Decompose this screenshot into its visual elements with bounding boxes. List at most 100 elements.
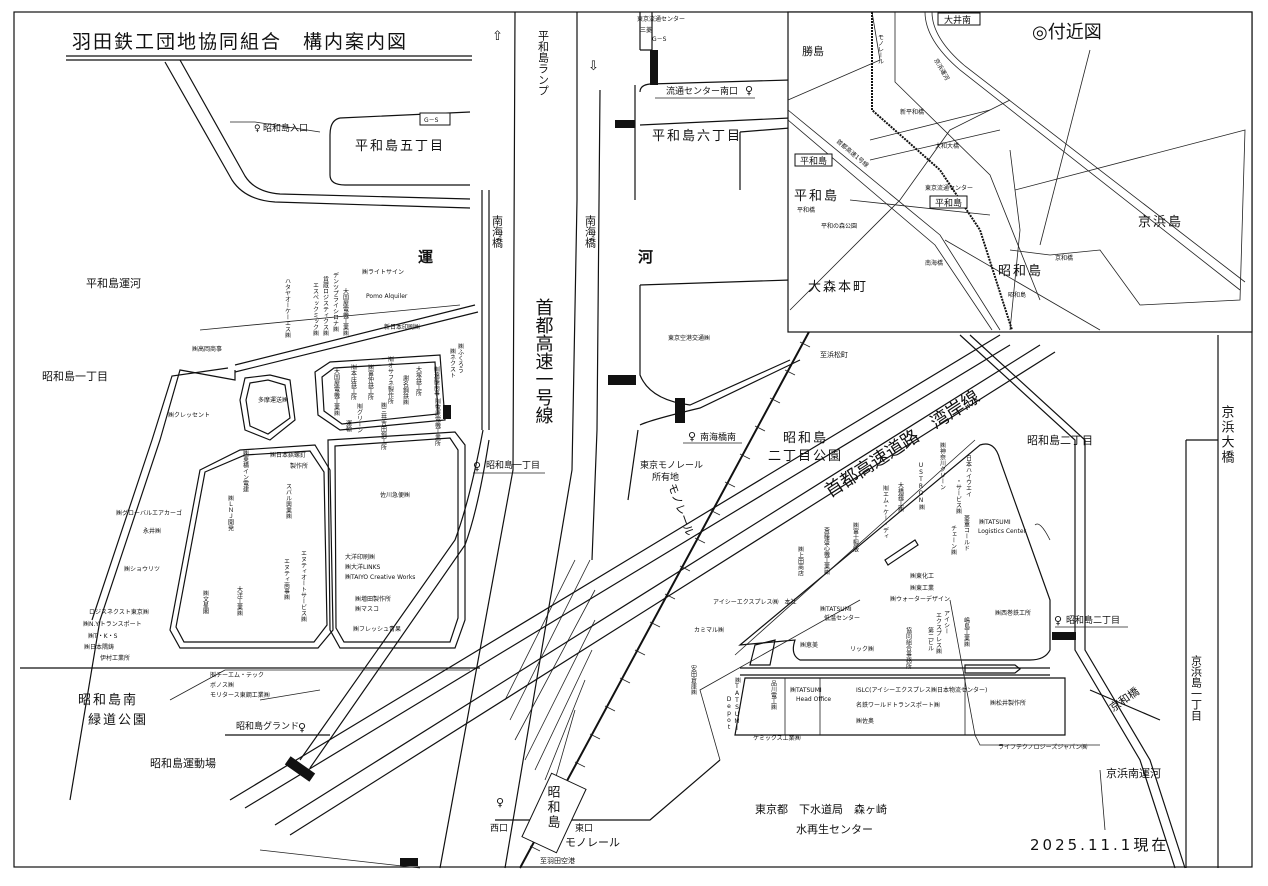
company-label: ㈱ＬＮＪ開発 [227,494,234,532]
road-to-haneda: 至羽田空港 [540,856,575,865]
company-label: ㈱高岡商事 [192,345,222,353]
monorail-track [519,329,811,869]
svg-text:昭和島二丁目: 昭和島二丁目 [1066,614,1120,626]
company-label: 運輸 [345,420,352,433]
bus-stop-showajima1: ♀ 昭和島一丁目 [473,459,545,474]
company-label: ㈱増田製作所 [355,595,391,603]
arrow-down-icon: ⇩ [588,59,601,74]
inset-omori: 大森本町 [808,280,868,295]
map-title: 羽田鉄工団地協同組合 構内案内図 [66,31,472,61]
bus-stop-ground: 昭和島グランド ♀ [236,720,306,734]
area-monorail-land-b: 所有地 [652,471,679,483]
road-keihin-ohashi: 京浜大橋 [1219,405,1235,465]
company-label: ㈲エム・ケー・ディ [882,484,889,539]
company-label: エスペックミック㈱ [312,282,319,337]
company-label: ㈱富仲鉄工所 [367,363,374,401]
company-label: ボノス㈱ [210,681,234,689]
company-label: ㈱大洋LINKS [345,563,381,571]
company-label: 新日本印刷㈱ [384,323,420,331]
company-label: ㈱東化工 [910,572,934,580]
company-label: ㈲オサフネ製作所 [387,355,394,405]
area-heiwajima6: 平和島六丁目 [652,129,742,144]
company-label: 大国屋電機工業㈱ [333,367,340,417]
inset-showajima: 昭和島 [998,264,1043,279]
inset-map: 大井南 ◎付近図 勝島 モノレール 平和島 平和島 平和橋 平和の森公園 新平和… [787,11,1253,333]
svg-text:流通センター南口: 流通センター南口 [666,85,738,97]
area-keihin-south-canal: 京浜南運河 [1106,766,1161,780]
bus-stop-icon: ♀ [473,460,481,473]
company-label: ㈱恵美 [800,641,818,649]
company-label: ㈱ウォーターデザイン [890,595,950,603]
company-label: エクスプレス㈱ [935,612,942,655]
area-showajima1: 昭和島一丁目 [42,369,108,383]
company-label: スバル興業㈱ [285,483,292,520]
company-label: Depot [726,696,733,731]
company-label: チェーン㈱ [950,525,957,556]
company-labels: ㈱高岡商事 ハタヤオーケーエス㈱ エスペックミック㈱ 貨蔵ロジスティクス㈱ デン… [83,268,1087,751]
company-label: 品川電工㈱ [770,680,777,711]
road-nankai-bridge-1: 南海橋 [491,215,504,249]
inset-oi-minami: 大井南 [944,14,971,26]
ryutsu-center-label: 東京流通センター [637,15,685,23]
company-label: ㈱フレッシュ青果 [353,625,401,633]
inset-keiwa-bridge: 京和橋 [1055,254,1073,262]
company-label: 名鉄ワールドトランスポート㈱ [856,701,940,709]
svg-text:南海橋南: 南海橋南 [700,431,736,443]
company-label: ケミックス工業㈱ [753,734,801,742]
inset-shin-heiwa-bridge: 新平和橋 [900,108,924,116]
bus-stops: ♀ 昭和島入口 流通センター南口 ♀ ♀ 南海橋南 ♀ 昭和島一丁目 ♀ 昭和島… [236,84,1128,809]
gs-label: G－S [424,117,439,124]
company-label: ライフテクノロジーズジャパン㈱ [998,743,1087,751]
area-labels: 平和島五丁目 平和島六丁目 平和島運河 昭和島一丁目 昭和島二丁目 昭和島 二丁… [42,129,1203,854]
bus-stop-icon: ♀ [496,796,504,809]
inset-showajima-small: 昭和島 [1008,291,1026,299]
company-label: エヌティ商事㈱ [283,558,290,601]
svg-text:昭和島一丁目: 昭和島一丁目 [486,459,540,471]
company-label: 協同組合事務所 [905,626,912,670]
company-label: ㈱TATSUMI [790,686,822,694]
company-label: ㈱ショウリツ [124,565,160,573]
inset-heiwajima-box: 平和島 [800,155,827,167]
company-label: 東京空港交通㈱ [668,334,710,342]
company-label: Pomo Alquiler [366,293,408,300]
as-of-date: 2025.11.1現在 [1030,836,1169,854]
company-label: ㈱日本鋲螺釘 [270,451,306,459]
company-label: ㈱神奈川クリーン [939,441,946,490]
company-label: ㈱グローバルエアカーゴ [116,509,182,517]
area-showajima2: 昭和島二丁目 [1027,433,1093,447]
company-label: 斎藤盛心機工業㈱ [823,526,830,576]
company-label: ㈱TATSUMI [979,518,1011,526]
bus-stop-icon: ♀ [254,124,261,134]
company-label: ㈱文星閣 [202,589,209,615]
company-label: ㈱クレッセント [168,411,210,419]
title-text: 羽田鉄工団地協同組合 構内案内図 [72,31,408,53]
bus-stop-icon: ♀ [745,84,753,97]
company-label: ㈱佐奥 [856,717,874,725]
station-name: 昭和島 [545,785,561,830]
bus-stop-nankaibashi-minami: ♀ 南海橋南 [683,430,742,444]
company-label: デンツプライシロナ㈱ [332,271,339,333]
inset-katsushima: 勝島 [802,44,824,58]
company-label: ㈱上田商店 [797,545,804,577]
road-to-hamamatsucho: 至浜松町 [820,350,848,359]
east-exit: 東口 [575,822,593,834]
bus-stop-ryutsu-south: 流通センター南口 ♀ [655,84,755,99]
area-park2-b: 二丁目公園 [768,449,843,464]
inset-keihinjima: 京浜島 [1138,215,1183,230]
inset-nankai-bridge: 南海橋 [925,259,943,267]
company-label: 佐川急便㈱ [380,491,410,499]
company-label: 製作所 [290,462,308,470]
road-monorail-2: モノレール [565,836,620,849]
company-label: ㈲牧原電機工業所 [434,397,441,447]
company-label: USTRON㈱ [918,462,925,511]
company-label: ㈱ふくろう [457,342,464,373]
company-label: リック㈱ [850,645,874,653]
bus-stop-icon: ♀ [1054,614,1062,627]
company-label: ㈱T・K・S [88,632,118,640]
company-label: Logistics Center [978,528,1027,535]
bus-stop-icon: ♀ [688,430,696,443]
company-label: ㈱東横イン電建 [242,449,249,493]
company-label: ㈱富士製版 [852,521,859,553]
company-label: 貨蔵ロジスティクス㈱ [322,275,329,337]
